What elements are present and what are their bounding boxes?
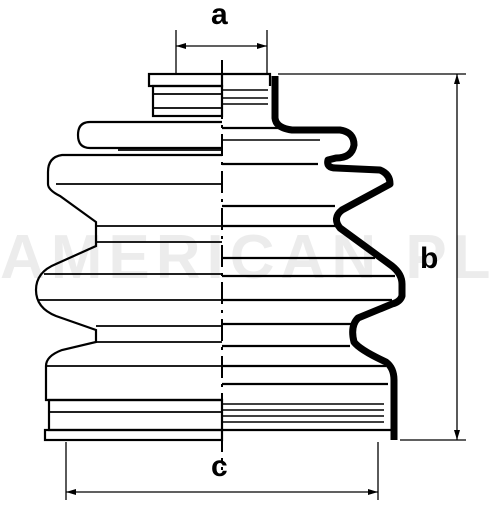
watermark: AMERICAN PLUGS (0, 223, 500, 292)
rib-1 (76, 120, 222, 150)
dimension-a-label: a (211, 0, 228, 31)
dimension-c (65, 442, 379, 500)
boot-right-details (222, 89, 384, 423)
boot-wall-profile (271, 76, 406, 440)
dimension-b-label: b (420, 242, 439, 275)
boot-right-half (222, 72, 396, 432)
boot-left-details (38, 93, 222, 413)
upper-neck (151, 84, 224, 118)
base-flange (43, 428, 224, 442)
bottom-band (47, 398, 224, 432)
dimension-c-label: c (211, 450, 228, 483)
dimension-a (175, 30, 268, 74)
top-collar (147, 72, 224, 88)
dimension-b (278, 73, 466, 441)
convolution-body (34, 153, 222, 402)
